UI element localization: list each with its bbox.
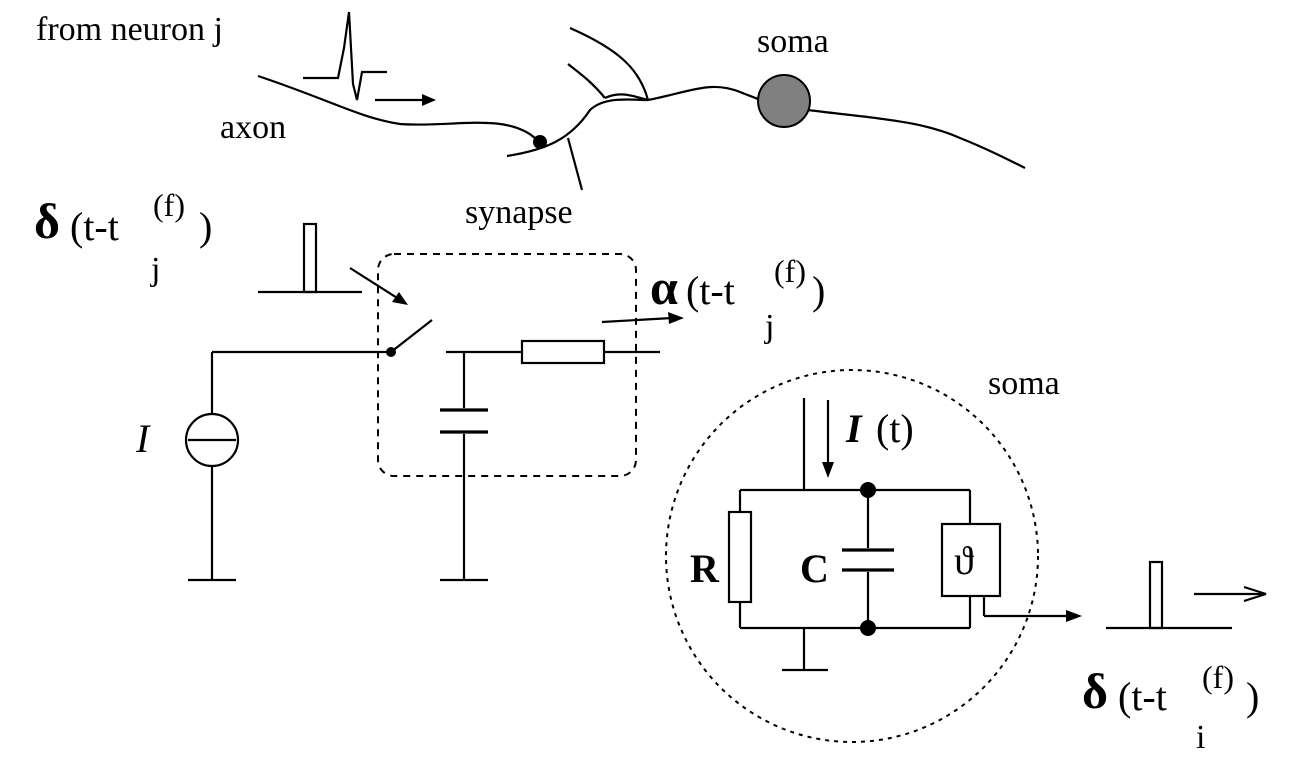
switch-arm [390,319,433,353]
soma-current-arg: (t) [876,406,914,451]
alpha-expr: (t-t [686,268,735,313]
input-close: ) [199,204,212,249]
axon [257,74,536,139]
from-neuron-label: from neuron j [36,11,223,48]
input-sup: (f) [153,187,185,223]
synapse-pointer [566,137,584,191]
output-expr: (t-t [1118,674,1167,719]
output-sub: i [1196,719,1205,756]
output-spike-label: δ (t-t (f) i ) [1082,659,1259,756]
input-spike-label: δ (t-t (f) j ) [34,187,212,288]
alpha-symbol: α [650,259,678,315]
output-sup: (f) [1202,659,1234,695]
dendrite-branch-3 [604,93,649,102]
threshold-label: ϑ [954,538,974,583]
soma-circuit: soma I (t) R C ϑ [665,365,1082,743]
synapse-resistor [520,339,606,365]
axon-arrow-head [422,94,436,106]
soma-label-top: soma [757,23,829,60]
output-close: ) [1246,674,1259,719]
capacitor-label: C [800,546,829,591]
axon-label: axon [220,109,286,146]
junction-top [860,482,876,498]
alpha-sup: (f) [774,253,806,289]
output-axon [807,108,1026,169]
soma-label-circuit: soma [988,365,1060,402]
output-pulse [1106,560,1267,630]
dendrite-branch-1 [567,63,606,99]
alpha-arrow [601,316,673,324]
alpha-sub: j [764,308,774,345]
current-source-label: I [135,416,151,461]
soma-body [757,74,811,128]
output-arrow-head [1066,610,1082,622]
input-sub: j [150,251,160,288]
alpha-close: ) [812,268,825,313]
input-expr: (t-t [70,204,119,249]
dendrite-main [506,98,649,158]
output-delta: δ [1082,663,1108,719]
action-potential-waveform [303,11,387,101]
junction-bottom [860,620,876,636]
synapse-box [377,253,637,477]
soma-boundary [665,369,1039,743]
dendrite-branch-2 [569,26,650,101]
resistor-label: R [690,546,720,591]
synapse-label: synapse [465,194,573,231]
dendrite-to-soma [647,85,761,102]
input-delta: δ [34,193,60,249]
synaptic-output-label: α (t-t (f) j ) [650,253,825,345]
soma-resistor [727,510,753,604]
neuron-sketch: from neuron j axon soma synapse [36,11,1026,231]
input-pulse [258,222,408,305]
synapse-dot [533,135,547,149]
soma-current-italic: I [845,406,863,451]
synapse-circuit: I [135,253,684,582]
